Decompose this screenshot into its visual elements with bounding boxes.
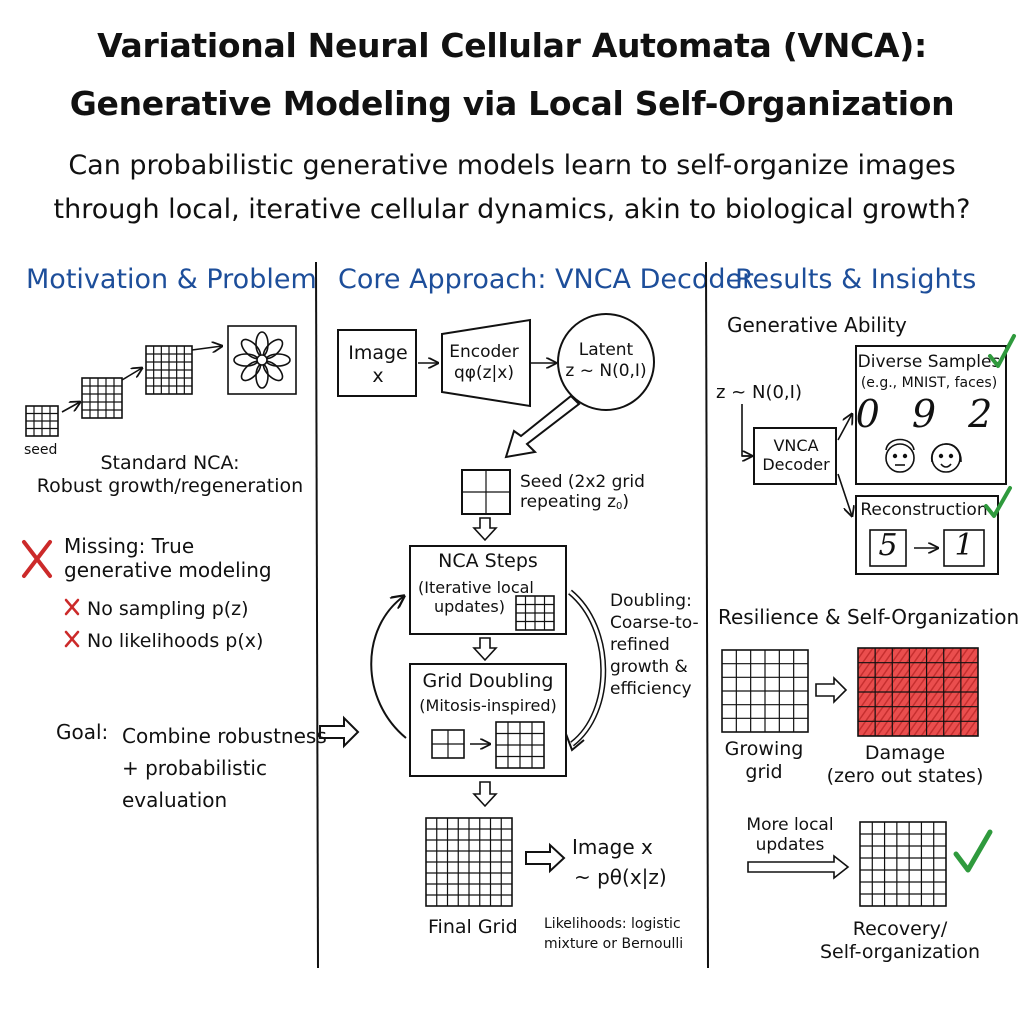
latent-label: Latent z ~ N(0,I): [565, 340, 647, 381]
nca-steps-box: [409, 545, 567, 635]
more-local-updates-label: More local updates: [746, 815, 834, 856]
reconstruction-box: [855, 495, 999, 575]
title-line-1: Variational Neural Cellular Automata (VN…: [97, 26, 927, 65]
grid-frame: [859, 821, 947, 907]
arrow-icon: [747, 854, 850, 880]
arrow-icon: [472, 517, 498, 542]
grid-doubling-desc: (Mitosis-inspired): [419, 696, 557, 715]
seed-label: seed: [24, 442, 58, 458]
final-grid-label: Final Grid: [428, 916, 518, 938]
missing-label: Missing: True generative modeling: [64, 534, 272, 583]
latent-circle: [557, 313, 655, 411]
diverse-samples-subtitle: (e.g., MNIST, faces): [860, 375, 998, 391]
no-sampling-text: No sampling p(z): [87, 598, 249, 620]
divider-left: [315, 261, 319, 969]
arrow-icon: [565, 733, 585, 752]
arrow-icon: [319, 715, 360, 749]
arrow-icon: [525, 842, 566, 874]
growing-grid-label: Growing grid: [724, 738, 804, 784]
loop-arrow-right-fill: [569, 590, 605, 746]
seed-grid: [461, 469, 511, 515]
arrow-icon: [472, 781, 498, 808]
recon-output-digit: 1: [954, 528, 974, 563]
title-line-2: Generative Modeling via Local Self-Organ…: [69, 84, 955, 123]
motivation-heading: Motivation & Problem: [26, 264, 317, 295]
nca-steps-desc: (Iterative local updates): [418, 578, 534, 617]
flower-icon: [233, 331, 291, 389]
resilience-label: Resilience & Self-Organization: [718, 605, 1020, 629]
no-likelihoods-text: No likelihoods p(x): [87, 630, 264, 652]
arrow-icon: [837, 473, 852, 516]
damage-grid: [857, 647, 979, 737]
cross-icon: [22, 540, 52, 578]
approach-heading: Core Approach: VNCA Decoder: [338, 264, 754, 295]
check-icon: [988, 334, 1016, 368]
face-icon: [885, 438, 915, 473]
encoder-label: Encoder qφ(z|x): [449, 342, 519, 383]
doubling-large-grid: [495, 721, 545, 769]
doubling-side-note: Doubling: Coarse-to- refined growth & ef…: [610, 591, 699, 699]
results-heading: Results & Insights: [735, 264, 977, 295]
recovery-label: Recovery/ Self-organization: [819, 918, 981, 964]
diverse-samples-title: Diverse Samples: [857, 352, 1001, 372]
goal-prefix: Goal:: [56, 720, 109, 744]
grid-frame: [81, 377, 123, 419]
recovery-grid: [859, 821, 947, 907]
research-question-line-2: through local, iterative cellular dynami…: [53, 194, 971, 225]
generative-ability-label: Generative Ability: [727, 313, 907, 337]
growing-grid: [721, 649, 809, 733]
prior-connector: [741, 404, 750, 457]
prior-label: z ~ N(0,I): [716, 382, 802, 403]
image-x-label: Image x: [348, 342, 408, 388]
recon-input-frame: [869, 529, 907, 567]
standard-nca-label: Standard NCA: Robust growth/regeneration: [36, 452, 304, 498]
face-icon: [931, 443, 962, 473]
arrow-icon: [121, 368, 142, 381]
vnca-decoder-box: [753, 427, 837, 485]
flower-box: [227, 325, 297, 395]
reconstruction-title: Reconstruction: [860, 500, 988, 520]
research-question-line-1: Can probabilistic generative models lear…: [68, 150, 956, 181]
doubling-small-grid: [431, 729, 465, 759]
check-icon: [984, 486, 1012, 518]
nca-mini-grid: [515, 595, 555, 631]
cross-icon: [64, 598, 80, 616]
diverse-samples-box: [855, 345, 1007, 485]
nca-steps-title: NCA Steps: [438, 550, 538, 572]
vnca-decoder-label: VNCA Decoder: [762, 436, 830, 475]
recon-output-frame: [943, 529, 985, 567]
sample-digits: 0 9 2: [855, 392, 1003, 436]
loop-arrow-left: [370, 596, 406, 739]
damage-label: Damage (zero out states): [826, 742, 984, 788]
seed-description: Seed (2x2 grid repeating z0): [520, 472, 645, 513]
likelihood-note: Likelihoods: logistic mixture or Bernoul…: [544, 916, 684, 952]
cross-icon: [64, 630, 80, 648]
arrow-icon: [472, 637, 498, 662]
grid-doubling-title: Grid Doubling: [422, 670, 554, 692]
arrow-icon: [837, 414, 852, 441]
encoder-trapezoid: [441, 318, 531, 408]
output-image-label: Image x ~ pθ(x|z): [572, 835, 667, 889]
divider-right: [705, 261, 709, 969]
check-icon: [953, 829, 993, 873]
goal-text: Combine robustness + probabilistic evalu…: [122, 724, 327, 812]
arrow-icon: [191, 346, 222, 350]
loop-arrow-right-outline: [568, 589, 607, 747]
arrow-icon: [815, 676, 848, 704]
arrow-icon: [61, 402, 80, 413]
image-box: [337, 329, 417, 397]
final-grid: [425, 817, 513, 907]
nca-growth-grids: [25, 345, 193, 437]
grid-doubling-box: [409, 663, 567, 777]
recon-input-digit: 5: [878, 528, 898, 563]
arrow-icon: [504, 394, 581, 459]
